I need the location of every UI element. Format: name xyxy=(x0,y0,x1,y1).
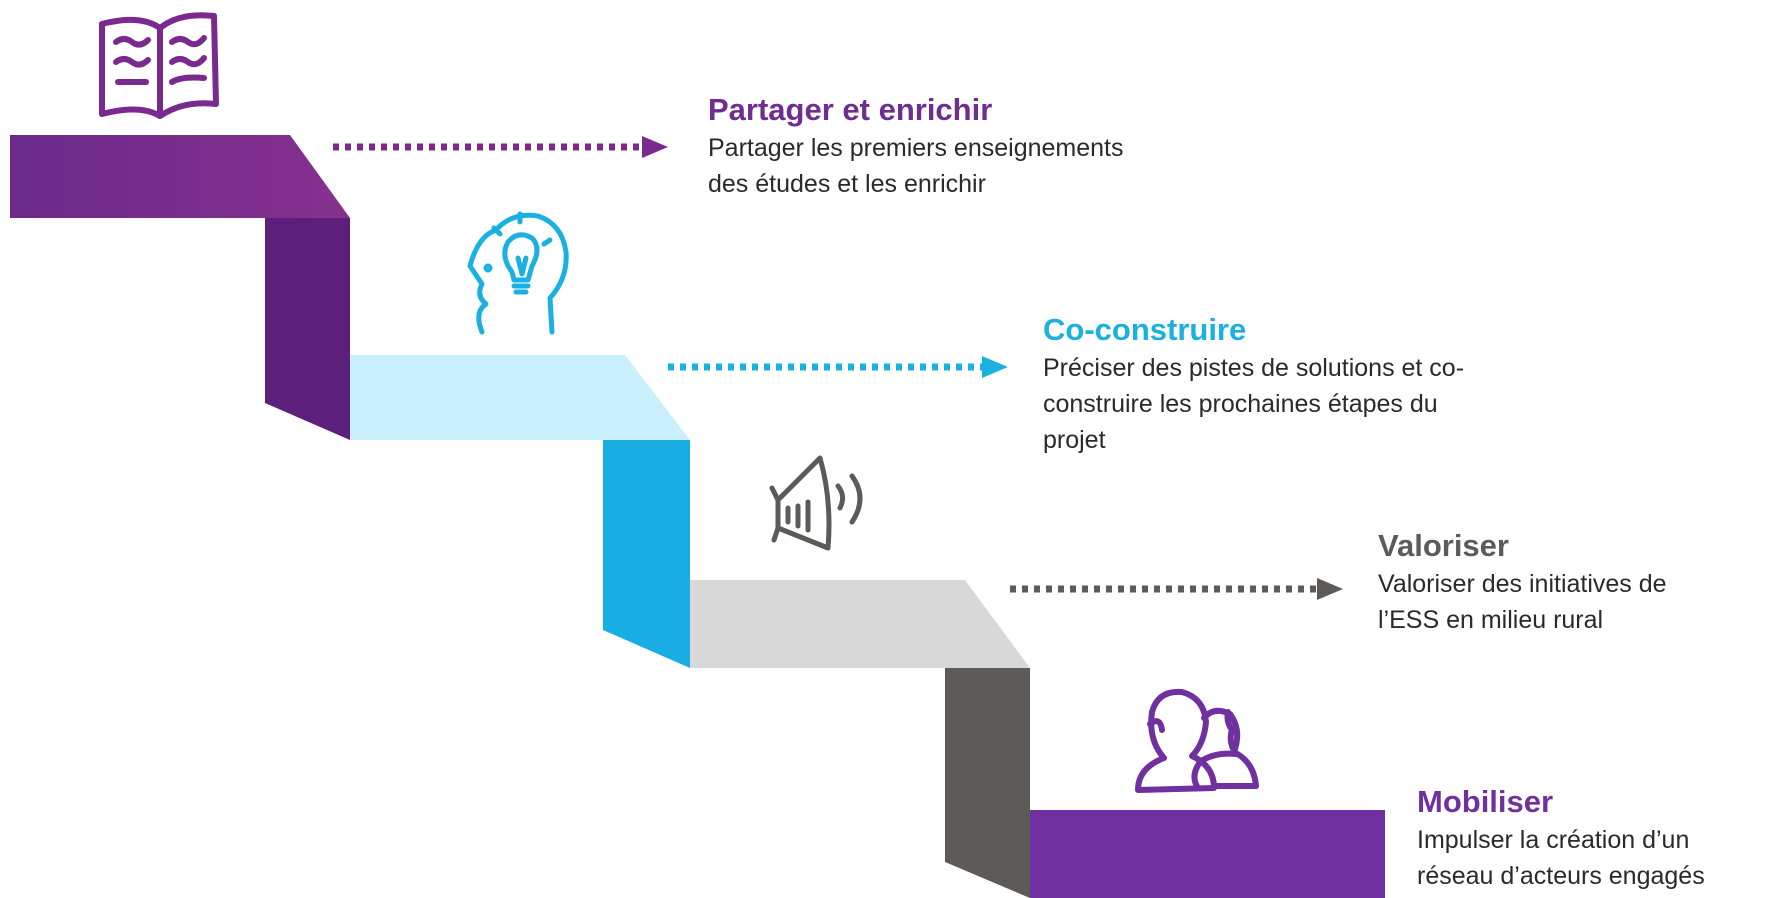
arrow-step-3 xyxy=(1010,578,1343,600)
head-lightbulb-icon xyxy=(467,211,569,335)
step-1-tread xyxy=(10,135,350,218)
step-4-description: Impulser la création d’un réseau d’acteu… xyxy=(1417,826,1705,890)
step-4-tread xyxy=(1030,810,1385,898)
open-book-icon xyxy=(99,12,219,119)
step-1-riser xyxy=(265,218,350,440)
step-2-riser xyxy=(603,440,690,668)
step-2-text: Co-construire Préciser des pistes de sol… xyxy=(1043,312,1583,458)
arrow-step-1 xyxy=(333,136,668,158)
step-3-riser xyxy=(945,668,1030,898)
step-3-description: Valoriser des initiatives de l’ESS en mi… xyxy=(1378,570,1667,634)
megaphone-icon xyxy=(769,455,863,551)
step-3-title: Valoriser xyxy=(1378,528,1509,563)
arrow-step-2 xyxy=(668,356,1008,378)
step-4-title: Mobiliser xyxy=(1417,784,1554,819)
step-1-description: Partager les premiers enseignements des … xyxy=(708,134,1124,198)
step-3-text: Valoriser Valoriser des initiatives de l… xyxy=(1378,528,1778,638)
step-2-description: Préciser des pistes de solutions et co- … xyxy=(1043,354,1465,454)
step-3-tread xyxy=(690,580,1030,668)
step-4-text: Mobiliser Impulser la création d’un rése… xyxy=(1417,784,1785,894)
step-1-title: Partager et enrichir xyxy=(708,92,993,127)
step-2-title: Co-construire xyxy=(1043,312,1247,347)
step-1-text: Partager et enrichir Partager les premie… xyxy=(708,92,1268,202)
step-2-tread xyxy=(350,355,690,440)
people-icon xyxy=(1135,688,1259,793)
